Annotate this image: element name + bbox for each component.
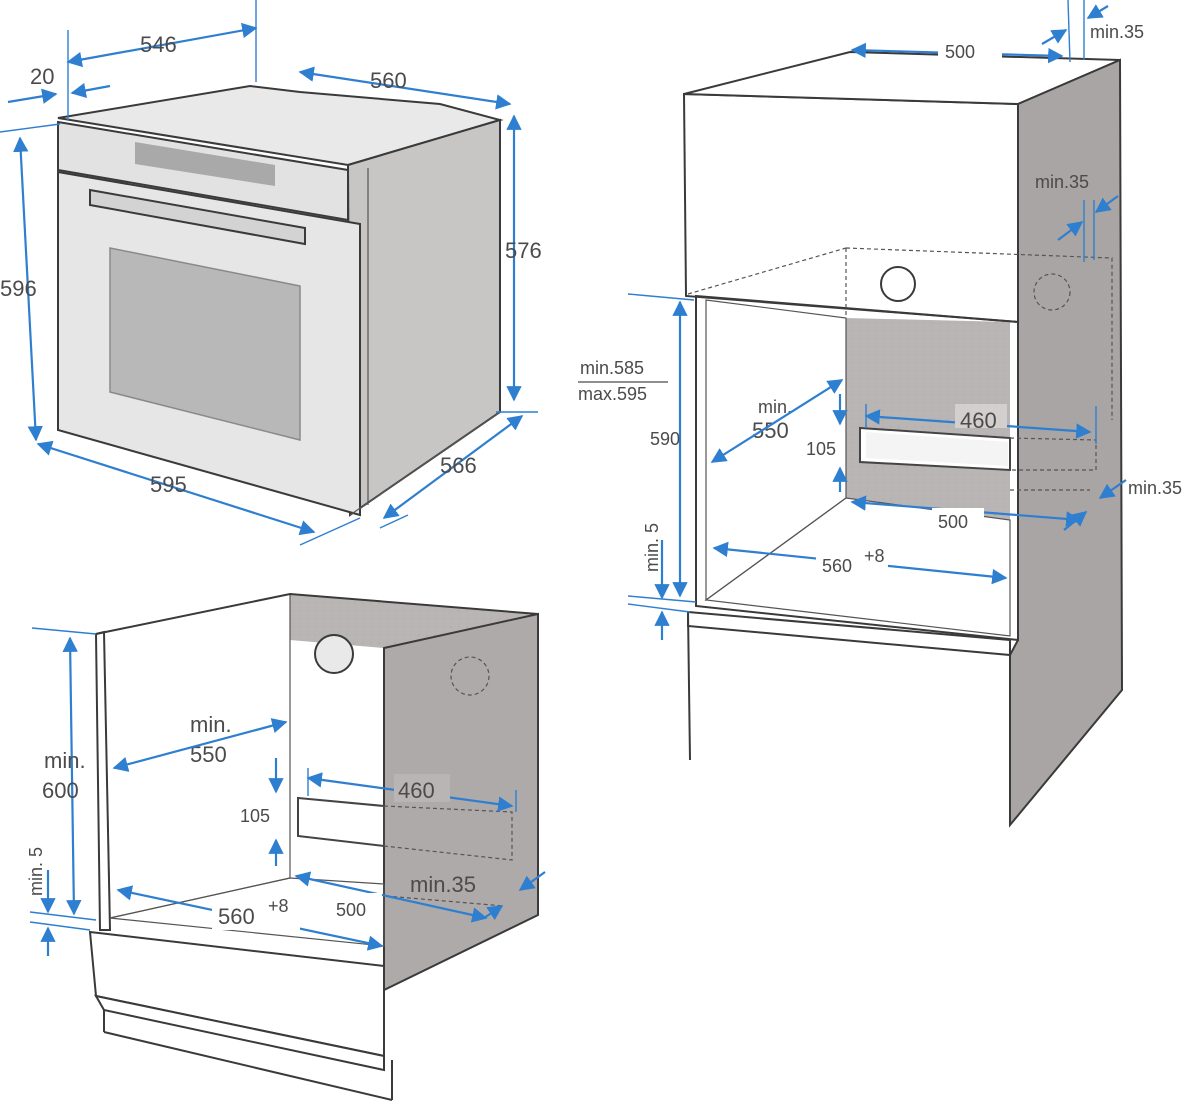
- tall-depth-min-value: 550: [752, 418, 789, 443]
- uc-height-min-value: 600: [42, 778, 79, 803]
- tall-width-tolerance: +8: [864, 546, 885, 566]
- uc-height-min-label: min.: [44, 748, 86, 773]
- oven-dimensions: 546 20 560 596 576 595 566: [0, 0, 542, 546]
- tall-height-590: 590: [650, 429, 680, 449]
- tall-vent-460: 460: [960, 408, 997, 433]
- tall-top-gap: min.35: [1090, 22, 1144, 42]
- tall-unit-dimensions: 500 min.35 min.35 min.585 max.595 590 mi…: [578, 0, 1182, 640]
- oven-width-595: 595: [150, 472, 187, 497]
- tall-base-gap: min. 5: [642, 523, 662, 572]
- oven-door-20: 20: [30, 64, 54, 89]
- uc-base-gap: min. 5: [26, 847, 46, 896]
- tall-niche-min: min.585: [580, 358, 644, 378]
- tall-vent-105: 105: [806, 439, 836, 459]
- tall-base-500: 500: [938, 512, 968, 532]
- uc-depth-min-label: min.: [190, 712, 232, 737]
- under-counter-dimensions: min. 600 min. 5 min. 550 460 105 min.35 …: [26, 627, 546, 956]
- tall-side-gap: min.35: [1035, 172, 1089, 192]
- tall-niche-max: max.595: [578, 384, 647, 404]
- tall-width-560: 560: [822, 556, 852, 576]
- uc-base-500: 500: [336, 900, 366, 920]
- tall-top-500: 500: [945, 42, 975, 62]
- oven-depth-546: 546: [140, 32, 177, 57]
- oven-width-560: 560: [370, 68, 407, 93]
- uc-vent-460: 460: [398, 778, 435, 803]
- under-counter-drawing: [88, 592, 539, 1101]
- tall-rear-gap: min.35: [1128, 478, 1182, 498]
- oven-height-596: 596: [0, 276, 37, 301]
- oven-depth-566: 566: [440, 453, 477, 478]
- oven-drawing: [57, 84, 504, 517]
- uc-vent-105: 105: [240, 806, 270, 826]
- uc-width-tolerance: +8: [268, 896, 289, 916]
- uc-rear-gap: min.35: [410, 872, 476, 897]
- uc-width-560: 560: [218, 904, 255, 929]
- oven-height-576: 576: [505, 238, 542, 263]
